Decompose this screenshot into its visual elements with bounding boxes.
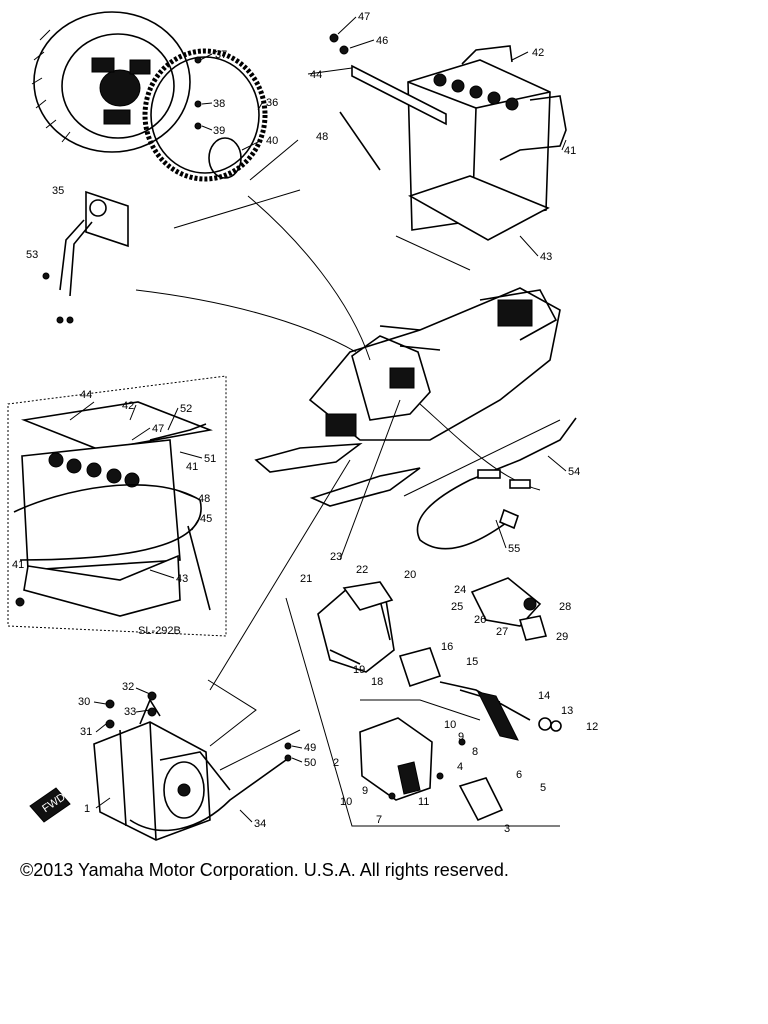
part-label: 43 [540,251,552,263]
part-label: 6 [516,769,522,781]
part-label: 9 [458,731,464,743]
part-label: 30 [78,696,90,708]
part-label: 51 [204,453,216,465]
part-label: 28 [559,601,571,613]
part-label: 42 [532,47,544,59]
part-label: 3 [504,823,510,835]
part-label: 1 [84,803,90,815]
part-label: 37 [215,49,227,61]
part-label: 4 [457,761,463,773]
part-label: 14 [538,690,550,702]
copyright-notice: ©2013 Yamaha Motor Corporation. U.S.A. A… [20,860,509,880]
part-label: 41 [564,145,576,157]
part-label: 5 [540,782,546,794]
part-label: 22 [356,564,368,576]
part-label: 15 [466,656,478,668]
part-label: 25 [451,601,463,613]
part-label: 23 [330,551,342,563]
part-label: 9 [362,785,368,797]
part-label: 35 [52,185,64,197]
part-label: 38 [213,98,225,110]
part-label: 53 [26,249,38,261]
part-label: 47 [358,11,370,23]
battery-inset [7,375,227,637]
part-label: 42 [122,400,134,412]
part-label: 49 [304,742,316,754]
flywheel-magneto [31,11,191,153]
part-label: 48 [198,493,210,505]
part-label: 34 [254,818,266,830]
part-label: 26 [474,614,486,626]
part-label: 16 [441,641,453,653]
part-label: 52 [180,403,192,415]
part-label: 18 [371,676,383,688]
part-label: 54 [568,466,580,478]
key-switch-bracket [42,190,129,324]
part-label: 43 [176,573,188,585]
part-label: 20 [404,569,416,581]
inset-code: SL-292B [138,625,181,637]
part-label: 11 [418,796,429,808]
part-label: 40 [266,135,278,147]
part-label: 45 [200,513,212,525]
part-label: 55 [508,543,520,555]
part-labels: 1 2 3 4 5 6 7 8 9 9 10 10 11 12 13 14 15… [12,11,598,835]
part-label: 13 [561,705,573,717]
part-label: 50 [304,757,316,769]
starter-motor-exploded [285,577,562,827]
part-label: 8 [472,746,478,758]
part-label: 41 [186,461,198,473]
front-arrow: FWD [29,787,71,823]
wiring-harness [416,417,577,550]
part-label: 48 [316,131,328,143]
part-label: 21 [300,573,312,585]
part-label: 10 [340,796,352,808]
starter-motor-assembled [93,679,301,841]
part-label: 29 [556,631,568,643]
label-leaders [69,16,567,823]
part-label: 41 [12,559,24,571]
part-label: 44 [310,69,322,81]
part-label: 19 [353,664,365,676]
part-label: 36 [266,97,278,109]
part-label: 7 [376,814,382,826]
parts-diagram: FWD 1 2 3 4 5 6 7 8 9 9 10 10 11 12 13 1… [7,11,598,841]
part-label: 31 [80,726,92,738]
part-label: 2 [333,757,339,769]
part-label: 46 [376,35,388,47]
part-label: 12 [586,721,598,733]
part-label: 33 [124,706,136,718]
part-label: 39 [213,125,225,137]
part-label: 47 [152,423,164,435]
snowmobile-body [254,287,561,507]
part-label: 10 [444,719,456,731]
part-label: 44 [80,389,92,401]
part-label: 27 [496,626,508,638]
battery-top [329,33,567,241]
part-label: 24 [454,584,466,596]
part-label: 32 [122,681,134,693]
